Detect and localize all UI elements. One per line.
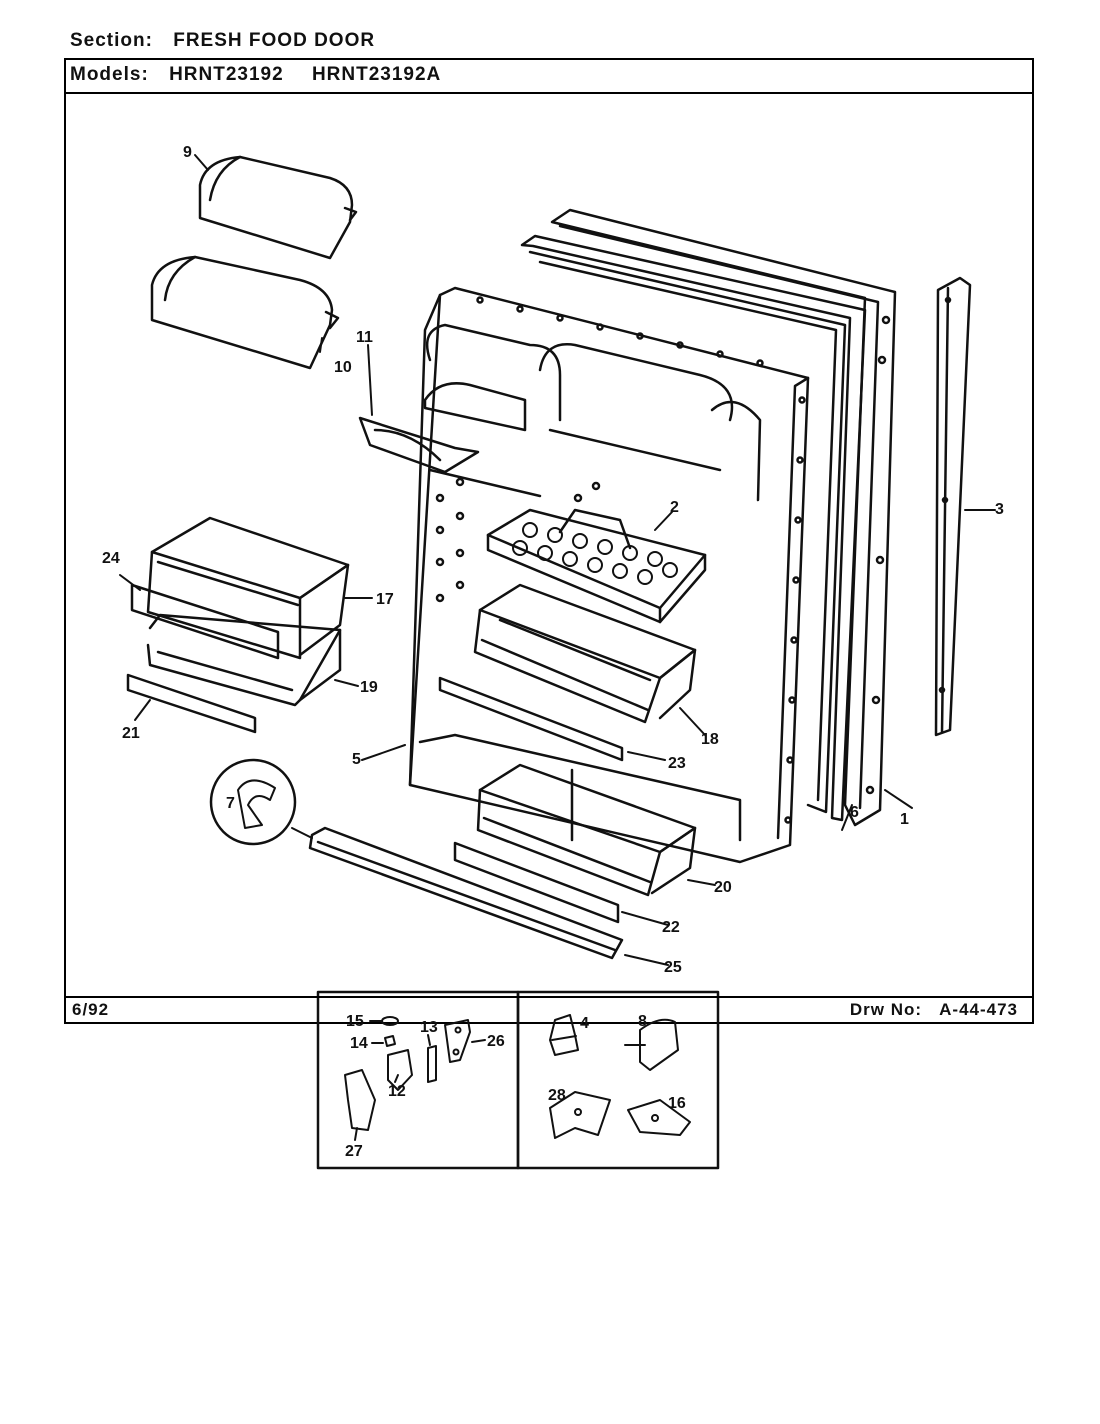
models-label: Models: — [70, 64, 149, 85]
callout-1: 1 — [900, 811, 909, 828]
callout-20: 20 — [714, 879, 732, 896]
callout-28: 28 — [548, 1087, 566, 1104]
callout-15: 15 — [346, 1013, 364, 1030]
callout-3: 3 — [995, 501, 1004, 518]
part-22-trim-strip — [453, 841, 620, 924]
callout-14: 14 — [350, 1035, 368, 1052]
part-2-egg-tray — [486, 508, 707, 624]
callout-2: 2 — [670, 499, 679, 516]
part-7-detail — [209, 758, 313, 846]
callout-24: 24 — [102, 550, 120, 567]
section-value: FRESH FOOD DOOR — [173, 30, 376, 51]
model-number-2: HRNT23192A — [311, 64, 442, 85]
callout-9: 9 — [183, 144, 192, 161]
footer-date: 6/92 — [72, 1000, 110, 1019]
part-10-dairy-cover — [150, 255, 340, 370]
callout-12: 12 — [388, 1083, 406, 1100]
part-23-trim-strip — [438, 676, 624, 762]
footer-divider — [64, 996, 1034, 998]
callout-27: 27 — [345, 1143, 363, 1160]
part-20-door-bin — [476, 763, 697, 897]
part-6-door-gasket — [520, 234, 867, 822]
part-17-dairy-bin — [146, 516, 350, 660]
part-21-trim-strip — [126, 673, 257, 734]
drawing-label: Drw No: — [849, 1000, 923, 1019]
part-24-bin-front — [130, 583, 280, 660]
callout-10: 10 — [334, 359, 352, 376]
callout-11: 11 — [356, 329, 373, 346]
drawing-number: A-44-473 — [939, 1000, 1018, 1019]
callout-19: 19 — [360, 679, 378, 696]
section-label: Section: — [70, 30, 153, 51]
callout-25: 25 — [664, 959, 682, 976]
callout-17: 17 — [376, 591, 394, 608]
part-11-clip — [358, 416, 480, 474]
callout-16: 16 — [668, 1095, 686, 1112]
part-3-door-strip — [934, 276, 972, 737]
callout-5: 5 — [352, 751, 361, 768]
callout-26: 26 — [487, 1033, 505, 1050]
diagram-frame — [64, 58, 1034, 1024]
callout-4: 4 — [580, 1015, 589, 1032]
callout-8: 8 — [638, 1013, 647, 1030]
part-5-door-liner — [408, 286, 810, 864]
callout-22: 22 — [662, 919, 680, 936]
footer-drawing-number: Drw No: A-44-473 — [850, 1000, 1018, 1020]
callout-7: 7 — [226, 795, 235, 812]
callout-13: 13 — [420, 1019, 438, 1036]
part-25-rail — [308, 826, 624, 960]
callout-23: 23 — [668, 755, 686, 772]
callout-21: 21 — [122, 725, 140, 742]
part-18-door-bin — [473, 583, 697, 724]
model-number-1: HRNT23192 — [169, 64, 284, 85]
models-header: Models: HRNT23192 HRNT23192A — [70, 64, 463, 86]
part-19-dairy-bin — [146, 613, 342, 707]
hardware-box-right — [516, 990, 720, 1170]
part-9-dairy-cover — [198, 155, 358, 260]
callout-6: 6 — [850, 804, 859, 821]
callout-18: 18 — [701, 731, 719, 748]
section-header: Section: FRESH FOOD DOOR — [70, 30, 375, 52]
